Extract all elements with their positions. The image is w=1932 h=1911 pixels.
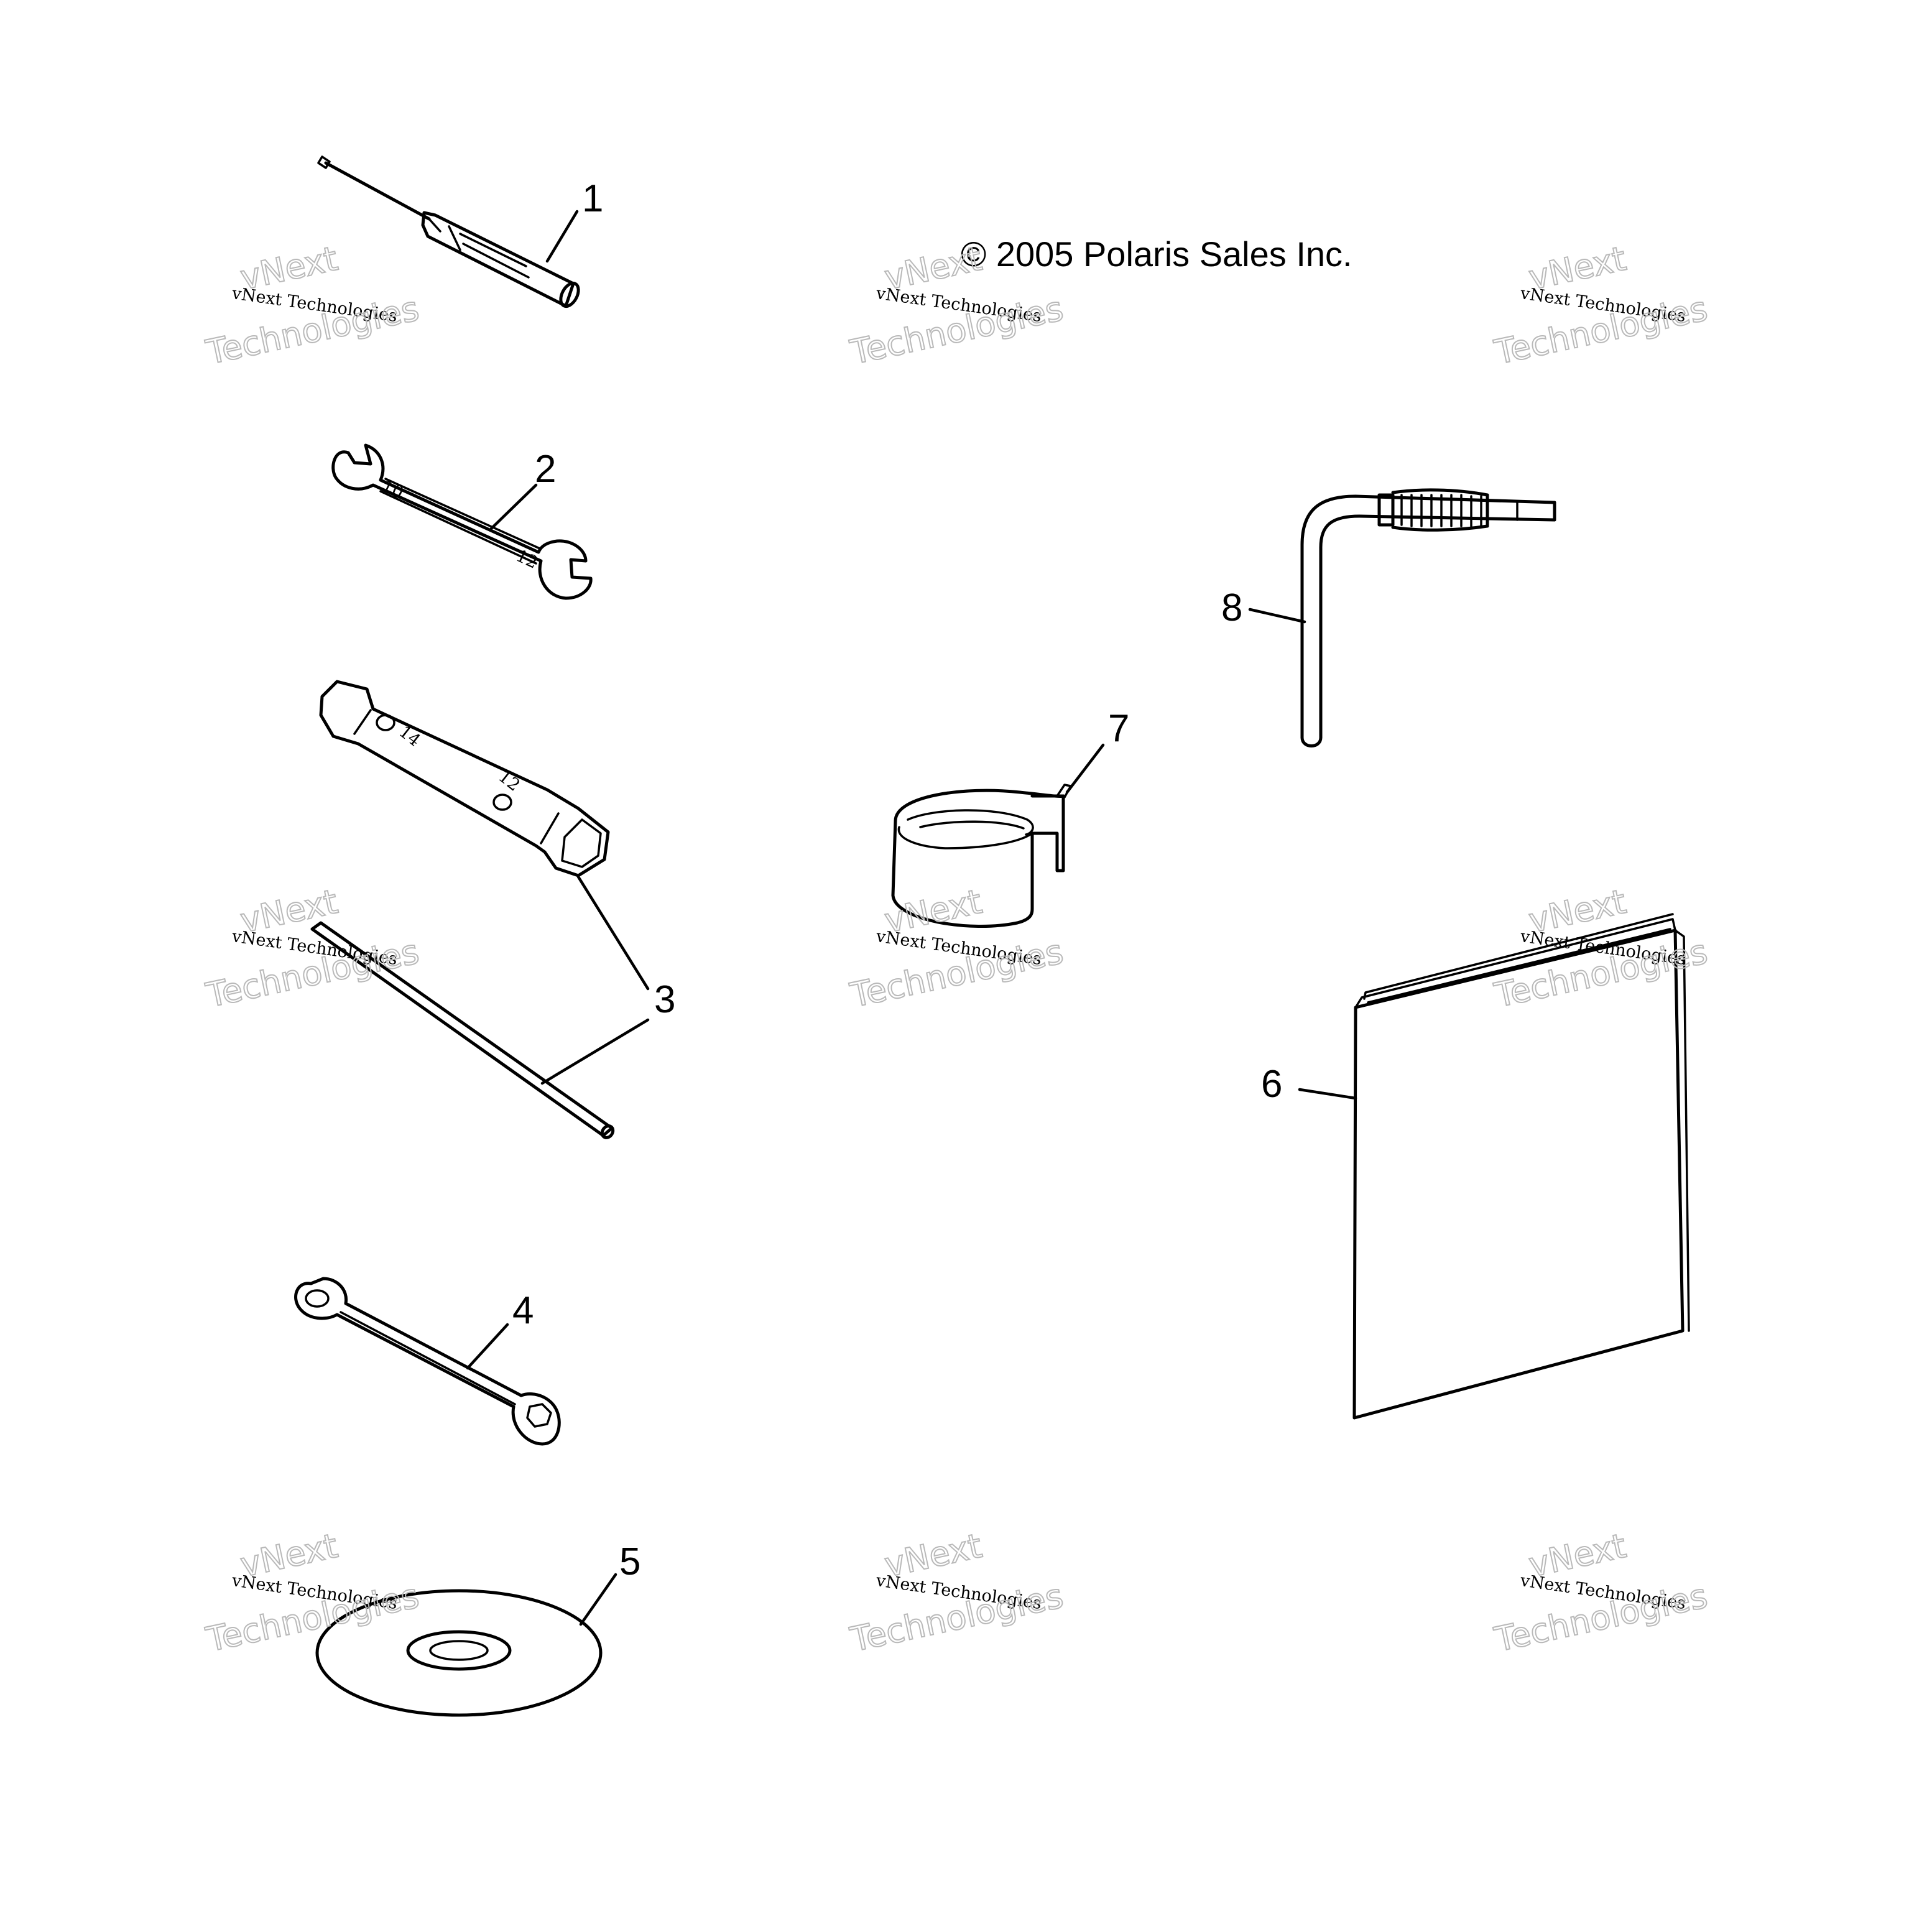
- callout-2-leader: [489, 483, 538, 530]
- callout-2: 2: [535, 448, 556, 491]
- callout-4-leader: [466, 1323, 509, 1370]
- l-handle-tool-icon: [1300, 488, 1556, 747]
- callout-3-leader-a: [576, 875, 650, 991]
- watermark: vNext vNext Technologies Technologies: [846, 1525, 1067, 1660]
- disc-icon: [315, 1589, 603, 1717]
- screwdriver-icon: [317, 155, 580, 308]
- callout-8-leader: [1248, 608, 1306, 624]
- strap-roll-icon: [891, 784, 1072, 928]
- callout-8: 8: [1221, 586, 1242, 629]
- callout-5: 5: [619, 1540, 640, 1583]
- watermark-grid: vNext vNext Technologies Technologies vN…: [202, 238, 1711, 1660]
- watermark: vNext vNext Technologies Technologies: [202, 1525, 423, 1660]
- callout-3: 3: [654, 978, 675, 1021]
- callout-7-leader: [1065, 743, 1105, 794]
- callout-4: 4: [512, 1289, 534, 1332]
- watermark: vNext vNext Technologies Technologies: [202, 238, 423, 373]
- watermark: vNext vNext Technologies Technologies: [1491, 238, 1711, 373]
- callout-6: 6: [1261, 1063, 1282, 1106]
- callout-5-leader: [579, 1573, 617, 1626]
- svg-text:14: 14: [395, 722, 424, 751]
- manual-booklet-icon: [1352, 913, 1690, 1420]
- box-end-wrench-icon: [294, 1277, 561, 1446]
- callout-3-leader-b: [540, 1018, 650, 1085]
- svg-text:12: 12: [495, 767, 524, 795]
- callout-6-leader: [1298, 1088, 1357, 1100]
- tube-socket-wrench-and-bar-icon: 14 12: [310, 680, 615, 1139]
- watermark: vNext vNext Technologies Technologies: [202, 881, 423, 1016]
- watermark: vNext vNext Technologies Technologies: [1491, 1525, 1711, 1660]
- copyright-text: © 2005 Polaris Sales Inc.: [961, 234, 1352, 274]
- callout-7: 7: [1108, 707, 1129, 750]
- callout-1: 1: [582, 177, 603, 220]
- callout-1-leader: [545, 210, 579, 263]
